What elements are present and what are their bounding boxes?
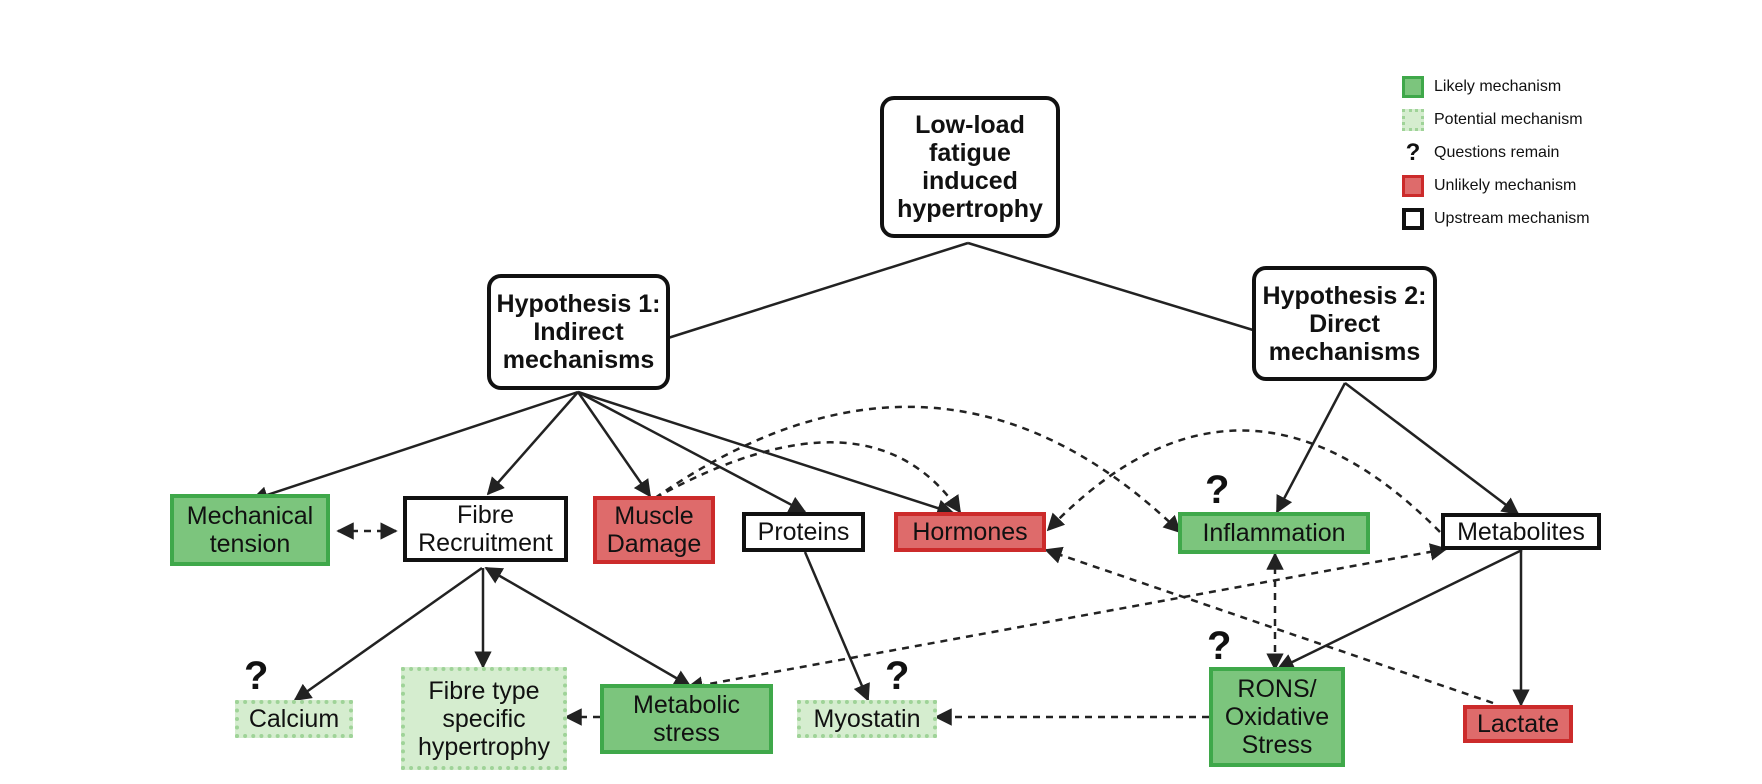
- legend-upstream-label: Upstream mechanism: [1434, 209, 1590, 227]
- proteins-node: Proteins: [742, 512, 865, 552]
- legend-item-likely: Likely mechanism: [1402, 70, 1590, 103]
- question-mark-inflammation: ?: [1205, 468, 1230, 512]
- inflammation-node: Inflammation: [1178, 512, 1370, 554]
- dashed-lactate-hormones: [1044, 546, 1494, 705]
- legend-item-upstream: Upstream mechanism: [1402, 202, 1590, 235]
- calcium-node: Calcium: [235, 700, 353, 738]
- likely-swatch-icon: [1402, 75, 1424, 98]
- muscle-damage-node: Muscle Damage: [593, 496, 715, 564]
- myostatin-label: Myostatin: [813, 705, 921, 733]
- dashed-metabolites-hormones: [1046, 429, 1441, 533]
- fibre-recruitment-node: Fibre Recruitment: [403, 496, 568, 562]
- arrow-hyp2-metabolites: [1344, 382, 1520, 516]
- hypothesis-1-label: Hypothesis 1: Indirect mechanisms: [496, 290, 661, 374]
- legend-item-unlikely: Unlikely mechanism: [1402, 169, 1590, 202]
- fibre-type-hypertrophy-label: Fibre type specific hypertrophy: [417, 676, 551, 761]
- rons-oxidative-stress-node: RONS/ Oxidative Stress: [1209, 667, 1345, 767]
- calcium-label: Calcium: [248, 705, 340, 733]
- question-mark-rons: ?: [1207, 624, 1232, 668]
- muscle-damage-label: Muscle Damage: [606, 502, 702, 558]
- legend-unlikely-label: Unlikely mechanism: [1434, 176, 1577, 194]
- question-mark-calcium: ?: [244, 654, 269, 698]
- hormones-label: Hormones: [912, 518, 1028, 546]
- metabolic-stress-label: Metabolic stress: [633, 691, 740, 747]
- hypothesis-2-label: Hypothesis 2: Direct mechanisms: [1262, 281, 1427, 366]
- arrow-proteins-myostatin: [803, 551, 870, 702]
- legend-item-questions: ? Questions remain: [1402, 136, 1590, 169]
- inflammation-label: Inflammation: [1202, 519, 1346, 547]
- legend-questions-label: Questions remain: [1434, 143, 1560, 161]
- arrow-hyp2-inflammation: [1275, 382, 1347, 514]
- metabolites-node: Metabolites: [1441, 513, 1601, 550]
- question-mark-icon: ?: [1405, 138, 1421, 166]
- arrow-recruit-calcium: [293, 566, 483, 702]
- upstream-swatch-icon: [1402, 207, 1424, 230]
- link-root-hyp1: [667, 241, 969, 340]
- arrow-hyp1-damage: [576, 391, 652, 498]
- link-root-hyp2: [967, 241, 1254, 332]
- potential-swatch-icon: [1402, 108, 1424, 131]
- legend: Likely mechanism Potential mechanism ? Q…: [1402, 70, 1590, 235]
- arrow-hyp1-tension: [250, 390, 579, 504]
- dashed-damage-hormones: [654, 441, 962, 514]
- metabolic-stress-node: Metabolic stress: [600, 684, 773, 754]
- proteins-label: Proteins: [757, 518, 850, 546]
- legend-potential-label: Potential mechanism: [1434, 110, 1583, 128]
- hormones-node: Hormones: [894, 512, 1046, 552]
- mechanical-tension-label: Mechanical tension: [186, 502, 314, 558]
- fibre-recruitment-label: Fibre Recruitment: [418, 501, 553, 557]
- arrow-metabolic-recruit: [484, 566, 692, 688]
- myostatin-node: Myostatin: [797, 700, 937, 738]
- unlikely-swatch-icon: [1402, 174, 1424, 197]
- dashed-damage-inflammation: [654, 405, 1182, 534]
- lactate-label: Lactate: [1476, 710, 1559, 738]
- fibre-type-hypertrophy-node: Fibre type specific hypertrophy: [401, 667, 567, 770]
- arrow-hyp1-proteins: [577, 390, 807, 514]
- dashed-metabolites-metabolic: [685, 543, 1448, 694]
- hypothesis-2-node: Hypothesis 2: Direct mechanisms: [1252, 266, 1437, 381]
- lactate-node: Lactate: [1463, 705, 1573, 743]
- root-label: Low-load fatigue induced hypertrophy: [897, 111, 1043, 223]
- hypothesis-1-node: Hypothesis 1: Indirect mechanisms: [487, 274, 670, 390]
- legend-item-potential: Potential mechanism: [1402, 103, 1590, 136]
- rons-oxidative-stress-label: RONS/ Oxidative Stress: [1224, 675, 1330, 759]
- mechanical-tension-node: Mechanical tension: [170, 494, 330, 566]
- root-node: Low-load fatigue induced hypertrophy: [880, 96, 1060, 238]
- metabolites-label: Metabolites: [1457, 517, 1585, 546]
- arrow-metabolites-rons: [1276, 548, 1523, 671]
- question-mark-myostatin: ?: [885, 654, 910, 698]
- arrow-hyp1-recruit: [486, 391, 579, 496]
- legend-likely-label: Likely mechanism: [1434, 77, 1562, 95]
